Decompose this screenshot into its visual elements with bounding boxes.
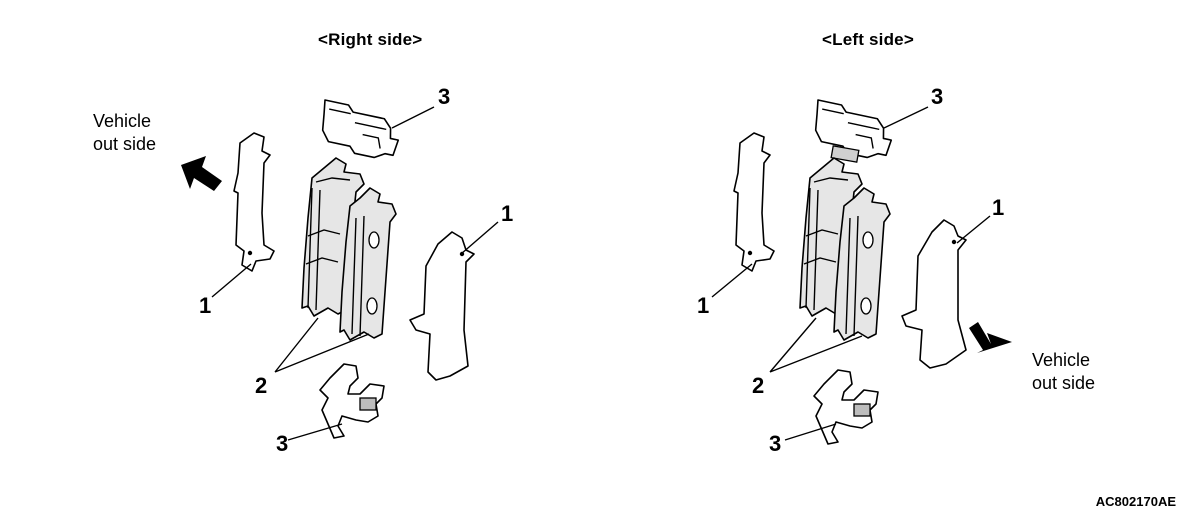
vehicle-outside-label-right: Vehicle out side [1032, 349, 1095, 395]
figure-code: AC802170AE [1095, 494, 1176, 509]
callout-clip-right-bottom: 3 [276, 431, 289, 456]
left-leader-lines [711, 106, 991, 441]
callout-shim-right-inner: 1 [199, 293, 212, 318]
callout-pad-left: 2 [752, 373, 765, 398]
right-inner-shim [233, 132, 275, 272]
vehicle-label-line-2: out side [93, 134, 157, 154]
vehicle-outside-label-left: Vehicle out side [93, 110, 156, 156]
callout-clip-left-top: 3 [931, 84, 944, 109]
callout-pad-right: 2 [255, 373, 268, 398]
vehicle-label-line-1: Vehicle [1032, 350, 1091, 370]
callout-clip-left-bottom: 3 [769, 431, 782, 456]
right-upper-clip [314, 99, 405, 163]
callout-shim-left-outer: 1 [992, 195, 1005, 220]
callout-shim-left-inner: 1 [697, 293, 710, 318]
left-inner-pad [799, 145, 863, 317]
callout-clip-right-top: 3 [438, 84, 451, 109]
right-outer-shim [409, 231, 475, 381]
vehicle-label-line-1: Vehicle [93, 111, 152, 131]
right-lower-clips [319, 363, 385, 439]
left-side-heading: <Left side> [822, 30, 914, 49]
vehicle-label-line-2: out side [1032, 373, 1096, 393]
right-side-heading: <Right side> [318, 30, 423, 49]
callout-shim-right-outer: 1 [501, 201, 514, 226]
left-inner-shim [733, 132, 775, 272]
right-leader-lines [211, 106, 499, 441]
vehicle-outside-arrow-left [181, 156, 222, 191]
vehicle-outside-arrow-right [969, 322, 1012, 353]
left-lower-clips [813, 369, 879, 445]
left-outer-shim [901, 219, 967, 369]
